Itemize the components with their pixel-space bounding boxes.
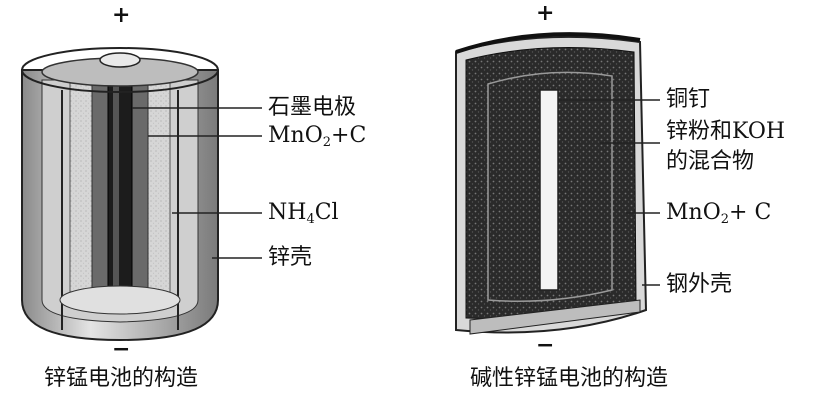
right-brass-nail	[539, 89, 559, 291]
left-positive-sign: +	[112, 2, 131, 28]
left-top-cap	[99, 52, 141, 68]
left-caption: 锌锰电池的构造	[44, 366, 199, 391]
label-steel-shell: 钢外壳	[666, 272, 733, 297]
label-graphite-rod: 石墨电极	[268, 95, 357, 120]
label-nh4cl: NH4Cl	[268, 200, 339, 228]
right-battery	[455, 32, 660, 335]
right-positive-sign: +	[536, 0, 555, 26]
label-zn-koh-line2: 的混合物	[666, 149, 755, 174]
left-battery	[21, 47, 262, 342]
right-caption: 碱性锌锰电池的构造	[470, 366, 669, 391]
label-brass-nail: 铜钉	[666, 87, 711, 112]
left-graphite-rod	[107, 61, 133, 303]
label-zinc-shell: 锌壳	[268, 245, 313, 270]
label-zn-koh-line1: 锌粉和KOH	[666, 119, 786, 144]
label-mno2-c-right: MnO2+ C	[666, 200, 772, 228]
label-mno2-c-left: MnO2+C	[268, 123, 367, 151]
left-negative-sign: −	[112, 336, 131, 362]
right-negative-sign: −	[536, 332, 555, 358]
